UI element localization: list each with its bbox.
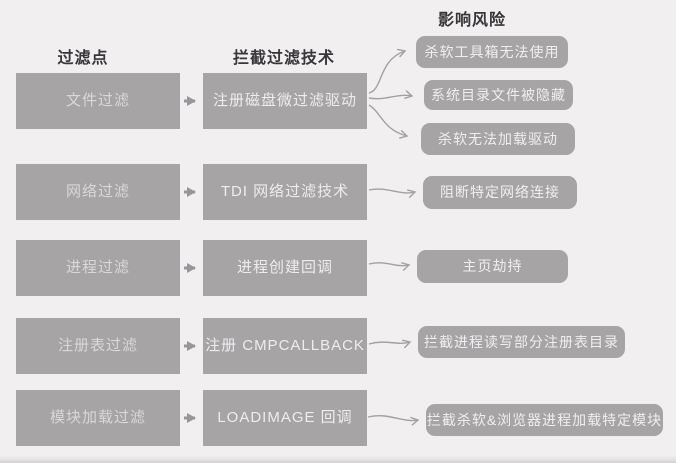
filter-point-registry: 注册表过滤	[16, 318, 180, 374]
arrow-to-risk-driver-load	[368, 104, 409, 139]
technique-process-callback: 进程创建回调	[203, 240, 367, 296]
technique-loadimage: LOADIMAGE 回调	[203, 390, 367, 446]
risk-registry-rw-block: 拦截进程读写部分注册表目录	[418, 326, 625, 358]
filter-point-file: 文件过滤	[16, 73, 180, 129]
arrow-to-risk-homepage	[368, 262, 411, 271]
risk-driver-load-blocked: 杀软无法加载驱动	[421, 123, 575, 155]
arrow-to-risk-module	[367, 415, 420, 426]
risk-homepage-hijack: 主页劫持	[417, 250, 568, 283]
technique-cmpcallback: 注册 CMPCALLBACK	[203, 318, 367, 374]
column-header-filter-points: 过滤点	[57, 50, 109, 67]
filter-point-process: 进程过滤	[16, 240, 180, 296]
arrow-to-risk-toolbox	[368, 48, 407, 94]
risk-toolbox-unusable: 杀软工具箱无法使用	[416, 36, 568, 68]
filter-point-network: 网络过滤	[16, 164, 180, 220]
column-header-impact-risks: 影响风险	[437, 12, 506, 29]
arrow-to-risk-network	[368, 188, 417, 199]
arrow-to-risk-hidden-files	[368, 90, 414, 100]
technique-tdi-filter: TDI 网络过滤技术	[203, 164, 367, 220]
filter-point-module-load: 模块加载过滤	[16, 390, 180, 446]
risk-module-load-intercept: 拦截杀软&浏览器进程加载特定模块	[426, 404, 663, 436]
bottom-edge-shadow	[0, 455, 676, 463]
arrow-to-risk-registry	[368, 339, 412, 349]
technique-disk-minifilter: 注册磁盘微过滤驱动	[203, 73, 367, 129]
risk-network-block: 阻断特定网络连接	[423, 176, 577, 209]
risk-system-files-hidden: 系统目录文件被隐藏	[424, 80, 573, 110]
column-header-intercept-techniques: 拦截过滤技术	[232, 50, 335, 67]
